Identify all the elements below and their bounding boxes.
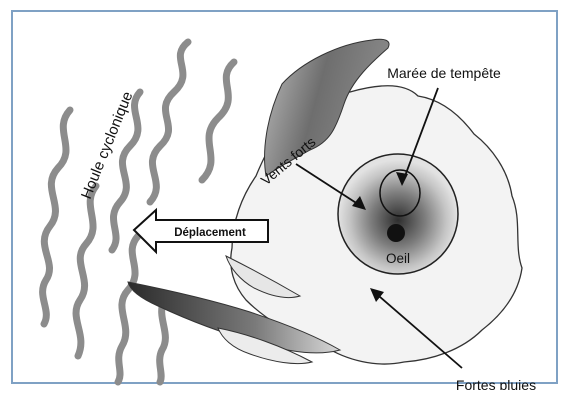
label-oeil: Oeil — [386, 251, 410, 266]
swell-line — [39, 106, 74, 328]
swell-line — [156, 296, 169, 386]
storm-surge-ellipse — [379, 169, 421, 217]
swell-line — [114, 232, 142, 386]
pluies-arrowhead — [370, 288, 384, 302]
spiral-band-lower — [127, 281, 342, 354]
label-pluies: Fortes pluies — [456, 377, 536, 390]
maree-arrow — [401, 87, 439, 185]
swell-line — [198, 58, 238, 184]
vents-arrow — [295, 163, 365, 209]
eye-wall — [337, 153, 459, 275]
swell-line — [72, 182, 100, 360]
spiral-band-lower-3 — [217, 327, 314, 365]
displacement-arrow — [132, 207, 269, 255]
spiral-band-upper — [264, 38, 390, 177]
swell-lines — [39, 38, 238, 386]
pluies-arrow — [371, 289, 463, 369]
label-maree: Marée de tempête — [387, 65, 501, 81]
label-deplacement: Déplacement — [174, 227, 246, 239]
eye — [387, 224, 405, 242]
spiral-band-lower-2 — [225, 255, 302, 299]
pointer-arrows — [295, 87, 463, 369]
swell-line — [108, 88, 144, 254]
swell-line — [146, 38, 192, 206]
maree-arrowhead — [396, 172, 408, 186]
vents-arrowhead — [352, 196, 366, 210]
